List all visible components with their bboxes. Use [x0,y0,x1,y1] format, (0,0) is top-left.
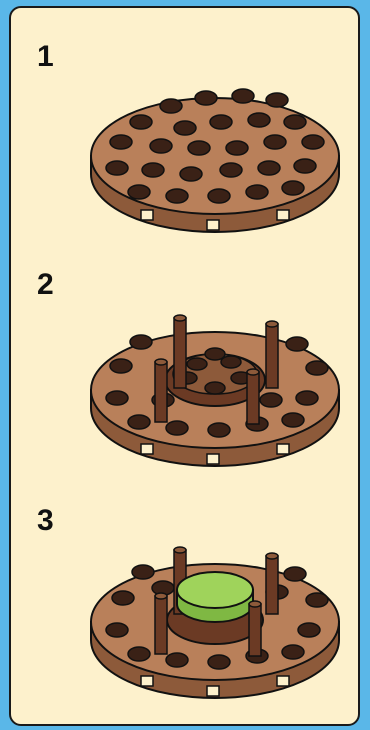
step-2-illustration [81,298,351,478]
step-1-illustration [81,70,351,248]
step-3-illustration [81,538,351,718]
step-number-2: 2 [37,270,54,300]
step-number-1: 1 [37,42,54,72]
stud-icon [160,99,182,113]
round-tile-icon [177,572,253,622]
step-number-3: 3 [37,506,54,536]
instruction-panel: 1 [9,6,360,726]
